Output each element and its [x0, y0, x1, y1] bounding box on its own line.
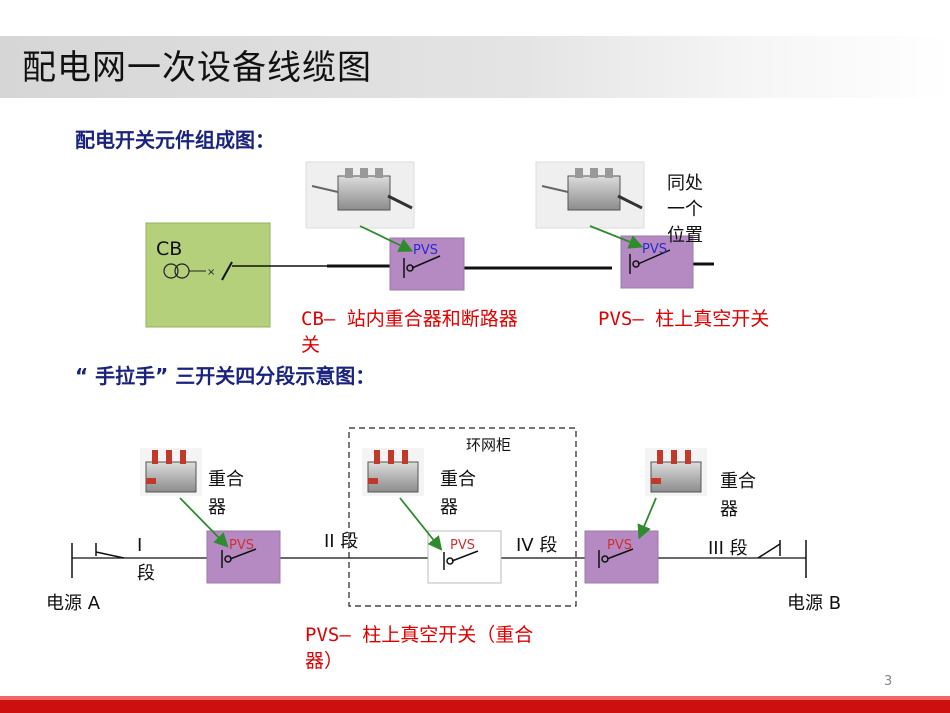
- legend-pvs-recloser-line2: 器）: [305, 650, 344, 672]
- cb-label: CB: [156, 238, 183, 260]
- footer-bar: [0, 700, 950, 713]
- segment-1-label-bottom: 段: [137, 563, 155, 584]
- arrow-b: [399, 497, 443, 551]
- pvs-box-c: [584, 530, 659, 584]
- source-b-switch: [757, 540, 807, 578]
- legend-cb-wrap: 关: [301, 334, 321, 356]
- arrow-2: [589, 225, 644, 249]
- cb-breaker-blade: [221, 261, 233, 281]
- recloser-label-2-top: 重合: [440, 469, 476, 490]
- recloser-label-3-bottom: 器: [720, 499, 738, 520]
- recloser-label-1-bottom: 器: [208, 497, 226, 518]
- ring-cabinet-box: [348, 427, 577, 607]
- same-place-line3: 位置: [667, 225, 703, 246]
- recloser-photo-3: [645, 448, 707, 496]
- segment-1-label-top: I: [137, 535, 143, 556]
- cb-transformer-icon: ×: [163, 263, 215, 279]
- pvs-switch-symbol-c: [598, 548, 634, 568]
- pvs-box-1: [389, 237, 465, 291]
- pvs-switch-symbol-a: [221, 548, 257, 568]
- recloser-photo-1: [140, 448, 202, 496]
- recloser-label-1-top: 重合: [208, 469, 244, 490]
- same-place-line1: 同处: [667, 173, 703, 194]
- legend-pvs: PVS— 柱上真空开关: [598, 308, 770, 330]
- page-title: 配电网一次设备线缆图: [22, 48, 372, 88]
- segment-4-label: IV 段: [516, 535, 558, 556]
- pvs-label-2: PVS: [642, 242, 667, 257]
- recloser-label-3-top: 重合: [720, 471, 756, 492]
- pvs-label-b: PVS: [450, 538, 475, 553]
- arrow-c: [637, 497, 657, 540]
- svg-text:×: ×: [207, 267, 215, 278]
- same-place-line2: 一个: [667, 199, 703, 220]
- pvs-label-a: PVS: [229, 538, 254, 553]
- segment-2-label: II 段: [324, 531, 359, 552]
- ring-cabinet-label: 环网柜: [466, 436, 512, 454]
- arrow-1: [359, 225, 414, 252]
- recloser-photo-2: [362, 448, 424, 496]
- legend-pvs-recloser-line1: PVS— 柱上真空开关（重合: [305, 624, 534, 646]
- vacuum-switch-photo-2: [535, 161, 645, 229]
- pvs-switch-symbol-1: [403, 255, 441, 278]
- cb-box: [145, 222, 271, 328]
- arrow-a: [179, 497, 229, 548]
- pvs-switch-symbol-2: [629, 249, 671, 274]
- source-b-label: 电源 B: [787, 593, 842, 614]
- vacuum-switch-photo-1: [305, 161, 415, 229]
- source-a-switch: [71, 543, 125, 578]
- section2-heading: “ 手拉手” 三开关四分段示意图：: [75, 364, 376, 388]
- footer-bar-light: [0, 696, 950, 700]
- title-bar: [0, 36, 950, 98]
- pvs-label-1: PVS: [413, 243, 438, 258]
- segment-3-label: III 段: [708, 538, 748, 559]
- page-number: 3: [884, 674, 893, 689]
- recloser-label-2-bottom: 器: [440, 497, 458, 518]
- pvs-label-c: PVS: [607, 538, 632, 553]
- section1-heading: 配电开关元件组成图：: [75, 128, 275, 152]
- source-a-label: 电源 A: [46, 593, 101, 614]
- pvs-switch-symbol-b: [443, 550, 479, 570]
- legend-cb: CB— 站内重合器和断路器: [301, 308, 518, 330]
